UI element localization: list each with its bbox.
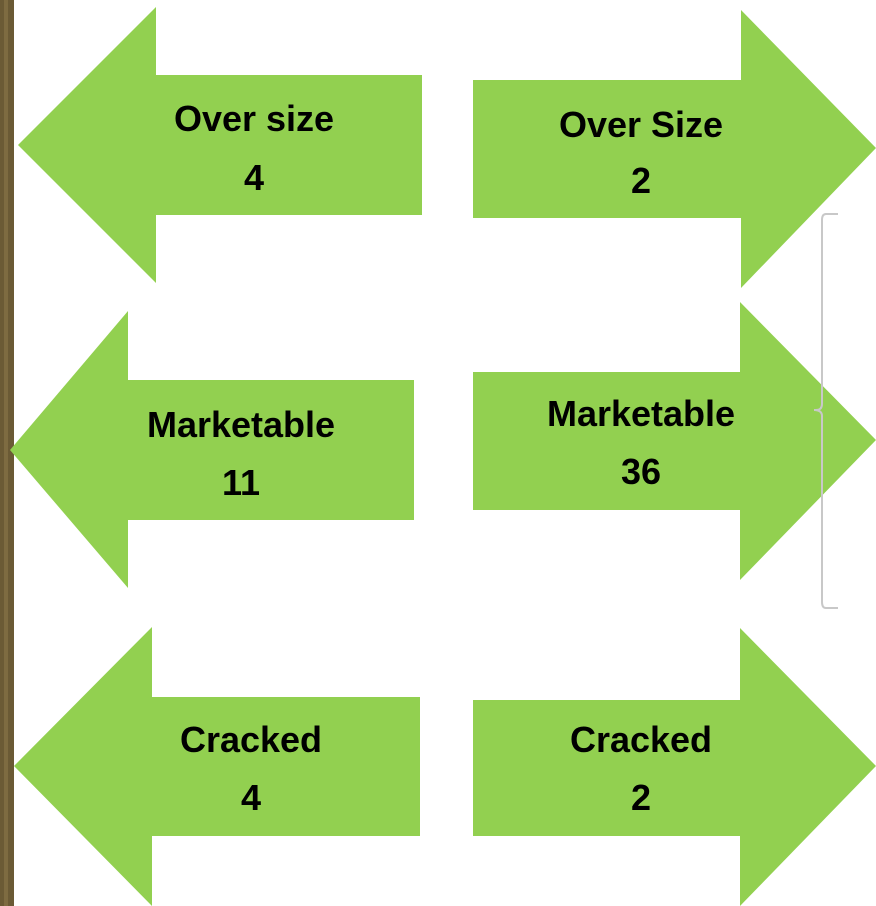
arrow-left-cracked-value: 4 [241,777,261,818]
arrow-left-marketable-label: Marketable [147,404,335,445]
arrow-right-cracked-shape [473,628,876,906]
arrow-right-cracked-label: Cracked [570,719,712,760]
right-brace-bracket [813,213,838,609]
arrow-right-marketable-label: Marketable [547,393,735,434]
arrow-right-cracked-value: 2 [631,777,651,818]
arrow-left-cracked-shape [14,627,420,906]
arrow-left-marketable-shape [10,311,414,588]
arrow-left-oversize: Over size 4 [18,7,422,283]
arrow-right-marketable: Marketable 36 [473,302,876,580]
arrow-right-oversize-shape [473,10,876,288]
arrow-left-marketable-value: 11 [222,462,260,503]
arrow-left-oversize-label: Over size [174,98,334,139]
arrow-left-cracked-label: Cracked [180,719,322,760]
arrow-right-oversize-value: 2 [631,160,651,201]
arrow-left-cracked: Cracked 4 [14,627,420,906]
arrow-left-oversize-value: 4 [244,157,264,198]
arrow-right-oversize-label: Over Size [559,104,723,145]
arrow-right-marketable-shape [473,302,876,580]
arrow-right-oversize: Over Size 2 [473,10,876,288]
arrow-left-marketable: Marketable 11 [10,311,414,588]
arrow-right-cracked: Cracked 2 [473,628,876,906]
background-photo-strip-highlight [4,0,8,906]
arrow-right-marketable-value: 36 [621,451,661,492]
arrow-left-oversize-shape [18,7,422,283]
